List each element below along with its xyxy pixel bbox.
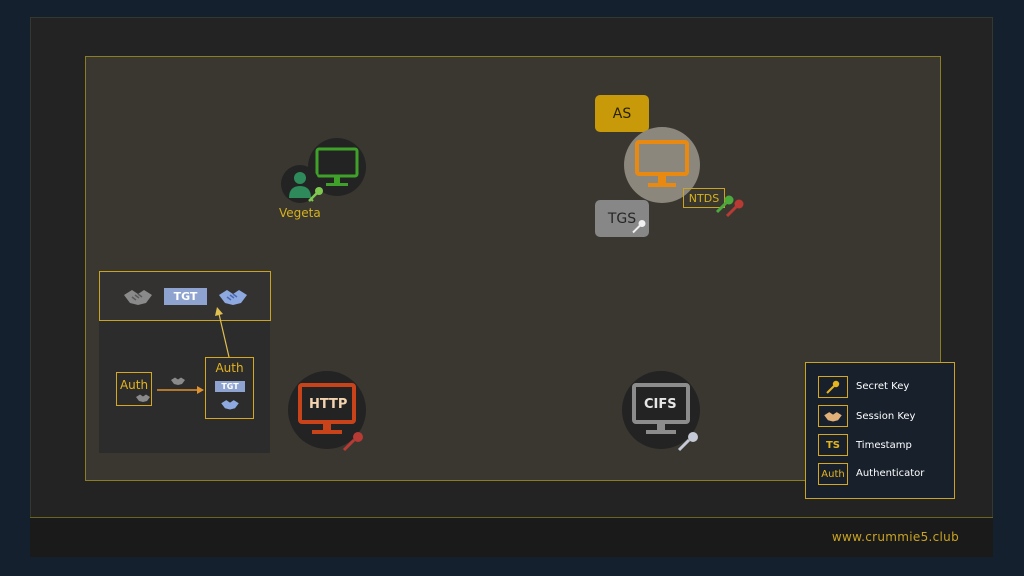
as-box: AS [595, 95, 649, 132]
http-monitor-icon [298, 383, 356, 434]
footer-bar: www.crummie5.club [30, 517, 993, 557]
cifs-monitor-icon [632, 383, 690, 434]
auth-left-label: Auth [119, 378, 149, 392]
arrow-right-icon [157, 386, 204, 394]
tgt-small-ticket: TGT [215, 381, 245, 392]
client-name: Vegeta [279, 206, 321, 220]
legend: Secret Key Session Key TS Timestamp Auth… [805, 362, 955, 499]
handshake-gray-icon [124, 290, 152, 305]
auth-left-box: Auth [116, 372, 152, 406]
legend-icon-timestamp: TS [818, 434, 848, 456]
ntds-key-green-icon [715, 195, 734, 214]
key-icon [826, 380, 840, 394]
tgt-ticket: TGT [164, 288, 207, 305]
http-label: HTTP [309, 397, 348, 412]
footer-url: www.crummie5.club [831, 530, 959, 544]
ntds-key-red-icon [725, 199, 744, 218]
user-icon [289, 172, 311, 198]
legend-label-secret-key: Secret Key [856, 381, 910, 392]
legend-label-session-key: Session Key [856, 411, 916, 422]
tgs-label: TGS [607, 210, 637, 227]
arrow-up-icon [215, 307, 230, 358]
handshake-icon [824, 411, 842, 421]
authenticator-icon-text: Auth [821, 468, 845, 480]
auth-right-handshake-icon [221, 400, 239, 410]
auth-right-label: Auth [215, 361, 244, 375]
legend-icon-session-key [818, 405, 848, 427]
client-monitor-icon [315, 147, 359, 186]
cifs-label: CIFS [644, 397, 677, 412]
tgs-box: TGS [595, 200, 649, 237]
kdc-monitor-icon [635, 140, 689, 187]
timestamp-icon-text: TS [825, 439, 841, 451]
legend-label-authenticator: Authenticator [856, 468, 925, 479]
tgs-key-icon [632, 220, 646, 234]
tgt-small-label: TGT [221, 382, 239, 391]
cifs-key-icon [677, 432, 698, 452]
auth-right-box: Auth [205, 357, 254, 419]
middle-handshake-icon [171, 377, 185, 385]
legend-icon-secret-key [818, 376, 848, 398]
handshake-blue-icon [219, 290, 247, 305]
ntds-box: NTDS [683, 188, 725, 208]
http-key-icon [342, 432, 363, 452]
client-key-icon [308, 187, 323, 202]
legend-icon-authenticator: Auth [818, 463, 848, 485]
auth-left-handshake-icon [136, 394, 150, 402]
tgt-label: TGT [173, 290, 198, 303]
legend-label-timestamp: Timestamp [856, 440, 912, 451]
